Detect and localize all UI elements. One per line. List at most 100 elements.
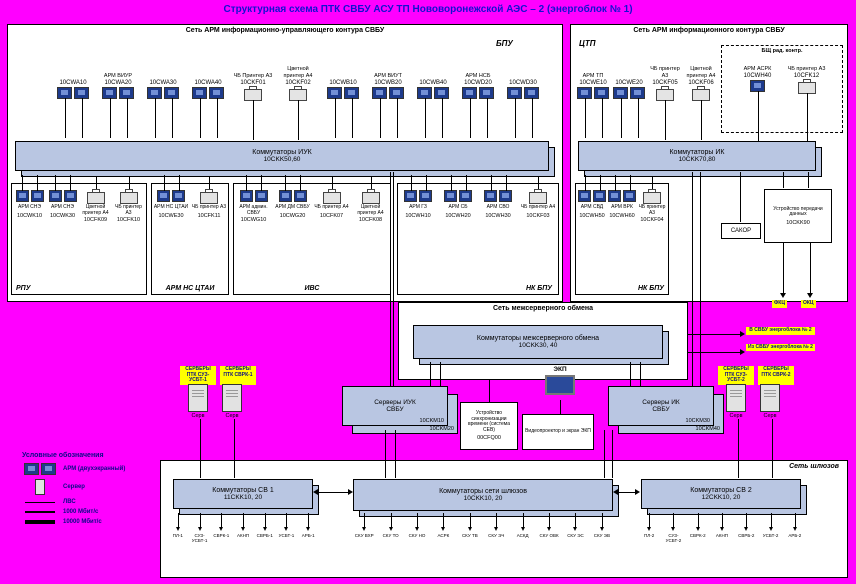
workstation-icons [439, 175, 478, 204]
workstation-name [502, 65, 544, 79]
workstation-name [412, 65, 454, 79]
servers-iuk-box: 10CKM20 Серверы ИУК СВБУ 10CKM10 [342, 386, 458, 434]
arrow-down-icon [780, 293, 786, 298]
switch-name: Коммутаторы ИК [669, 149, 725, 156]
switch-name: Коммутаторы сети шлюзов [439, 488, 527, 495]
inter-server-box: Сеть межсерверного обмена Коммутаторы ме… [398, 302, 688, 380]
external-system-label: СВРБ-1 [254, 513, 276, 543]
workstation-code: 10CWB40 [419, 80, 447, 86]
annotation-chip: ОКЦ [800, 300, 816, 308]
workstation-icons [479, 175, 518, 204]
monitor-icon [209, 87, 224, 138]
external-system-label: ПЛ-2 [637, 513, 661, 543]
workstation: ЧБ принтер А3 10CFK10 [113, 177, 145, 224]
workstation: ЧБ принтер А3 10CKF05 [648, 65, 682, 140]
monitor-icon [389, 87, 404, 138]
external-system-label: СКУ ОВК [536, 513, 562, 538]
connection-line [810, 242, 811, 294]
external-system-label: СКУ ЭС [562, 513, 588, 538]
connection-line [700, 172, 701, 386]
monitor-icon [147, 87, 162, 138]
annotation-chip: СЕРВЕРЫ ПТК СУЗ-УСБТ-2 [718, 366, 754, 385]
bshrk-items: АРМ АСРК 10CWH40 ЧБ принтер А3 10CFK12 [722, 58, 842, 143]
external-system-label: СКУ ЭВ [589, 513, 615, 538]
monitor-icon [164, 87, 179, 138]
server-front-unit: Серверы ИУК СВБУ 10CKM10 [342, 386, 448, 426]
workstation: 10CWA30 [142, 65, 184, 138]
external-system-label: АКНП [710, 513, 734, 543]
workstation-icons [52, 87, 94, 138]
workstation-name: АРМ АСРК [743, 65, 772, 72]
ctai-items: АРМ НС ЦТАИ 10CWE30 ЧБ принтер А3 10CFK1… [152, 175, 228, 220]
projector-box: Видеопроектор и экран ЭКП [522, 414, 594, 450]
connection-line [738, 419, 739, 478]
external-system-label: АРБ-2 [783, 513, 807, 543]
connection-line [772, 419, 773, 478]
annotation-chip: СЕРВЕРЫ ПТК СУЗ-УСБТ-1 [180, 366, 216, 385]
nk-bpu-2-items: АРМ СВД 10CWH50 АРМ ВРК 10CWH60 [576, 175, 668, 224]
monitor-icon [623, 175, 636, 202]
workstation-name: ЧБ принтер А3 [191, 204, 227, 210]
workstation-name: АРМ НС ЦТАИ [153, 204, 189, 210]
workstation-icons [14, 175, 46, 204]
switch-front-unit: Коммутаторы ИК 10CKK70,80 [578, 141, 816, 171]
monitor-icon [278, 175, 292, 202]
workstation-icons [97, 87, 139, 138]
workstation-code: 10CKF04 [640, 217, 664, 223]
monitor-icon [630, 87, 645, 138]
workstation-code: 10CFK07 [319, 213, 344, 219]
server-tower-label: Серв [729, 413, 743, 419]
network-line-icon [25, 511, 55, 513]
sev-box: Устройство синхронизации времени (систем… [460, 402, 518, 450]
legend-item: Сервер [22, 479, 172, 495]
workstation-icons [367, 87, 409, 138]
external-system-label: СКУ ТО [377, 513, 403, 538]
workstation-code: 10CFK08 [358, 217, 383, 223]
monitor-icon [594, 87, 609, 138]
connection-line [318, 492, 351, 493]
gateway-server: Серв [726, 384, 746, 419]
connection-line [390, 172, 391, 386]
connection-line [808, 172, 809, 188]
workstation: Цветной принтер А4 10CFK08 [352, 177, 390, 224]
external-system-label: ПЛ-1 [167, 513, 189, 543]
arrow-right-icon [635, 489, 640, 495]
workstation: ЧБ Принтер А3 10CKF01 [232, 65, 274, 140]
monitor-icon [507, 87, 522, 138]
workstation-icons [577, 175, 607, 204]
workstation: АРМ ГЗ 10CWH10 [399, 175, 438, 220]
gateway-server: Серв [188, 384, 208, 419]
server-code: 10CKM10 [419, 418, 444, 424]
connection-line [783, 242, 784, 294]
monitor-icon [293, 175, 307, 202]
arrow-down-icon [807, 293, 813, 298]
annotation-chip: Из СВБУ энергоблока № 2 [746, 343, 815, 351]
workstation-code: 10CWK30 [49, 213, 76, 219]
monitor-icon [192, 87, 207, 138]
monitor-icon [499, 175, 512, 202]
workstation: АРМ ВИУР 10CWA20 [97, 65, 139, 138]
workstation-name: Цветной принтер А4 [357, 204, 384, 216]
switch-front-unit: Коммутаторы СВ 2 12CKK10, 20 [641, 479, 801, 509]
monitor-icon [577, 87, 592, 138]
workstation-name: ЧБ принтер А4 [520, 204, 556, 210]
external-system-label: АСРК [430, 513, 456, 538]
monitor-icon [372, 87, 387, 138]
workstation: АРМ НСБ 10CWD20 [457, 65, 499, 138]
workstation-name [322, 65, 364, 79]
workstation-code: 10CWH40 [743, 73, 772, 79]
nk-bpu-1-label: НК БПУ [525, 285, 552, 292]
server-name: Серверы ИК СВБУ [642, 399, 680, 413]
monitor-icon [172, 175, 185, 202]
workstation-code: 10CWB10 [329, 80, 357, 86]
connection-line [393, 172, 394, 386]
workstation: Цветной принтер А4 10CFK09 [80, 177, 112, 224]
monitor-icon [41, 463, 56, 475]
ekp-label: ЭКП [553, 366, 567, 373]
